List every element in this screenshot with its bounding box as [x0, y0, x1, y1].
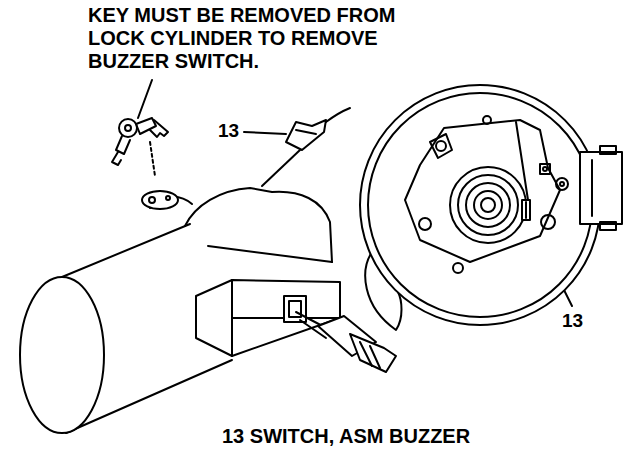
column-end-view [481, 198, 495, 212]
column-end-view [540, 164, 550, 174]
steering-column [196, 280, 340, 356]
column-end-view [466, 183, 510, 227]
ignition-key [125, 125, 131, 131]
column-end-view [368, 93, 592, 317]
column-end-view [600, 222, 616, 230]
buzzer-switch-part [296, 130, 316, 134]
steering-column [166, 196, 170, 200]
ignition-key [150, 142, 155, 176]
column-end-view [405, 120, 560, 262]
column-end-view [580, 152, 622, 224]
ignition-key [119, 119, 137, 137]
column-end-view [556, 178, 568, 190]
ignition-key [112, 118, 168, 176]
column-end-view [450, 167, 526, 243]
steering-column [284, 296, 306, 322]
column-end-view [483, 116, 491, 124]
wire-connector [350, 334, 396, 372]
column-end-view [541, 215, 555, 229]
note-text: KEY MUST BE REMOVED FROM LOCK CYLINDER T… [88, 4, 418, 73]
column-end-view [458, 175, 518, 235]
column-end-view [360, 85, 600, 325]
wire-connector [296, 312, 396, 372]
column-end-view [591, 160, 593, 216]
column-end-view [560, 182, 564, 186]
ignition-key [112, 152, 121, 165]
steering-column [20, 277, 104, 433]
leader-line [138, 80, 152, 118]
column-end-view [543, 167, 547, 171]
steering-column [208, 246, 332, 262]
column-end-view [525, 202, 527, 218]
column-end-view [453, 263, 463, 273]
buzzer-switch-part [286, 120, 326, 150]
ignition-key [150, 120, 168, 137]
buzzer-switch-part [286, 108, 350, 150]
column-end-view [430, 134, 452, 158]
leader-line [244, 132, 286, 134]
callout-number: 13 [218, 120, 239, 142]
wire-connector [370, 346, 380, 368]
steering-column [185, 188, 332, 262]
leader-line [262, 150, 300, 186]
buzzer-switch-part [326, 108, 350, 122]
steering-column [62, 224, 190, 277]
column-end-view [600, 146, 616, 154]
caption: 13 SWITCH, ASM BUZZER [222, 424, 470, 448]
column-end-view [436, 141, 446, 151]
column-end-view [419, 218, 431, 230]
callout-number: 13 [562, 310, 583, 332]
column-end-view [474, 191, 502, 219]
column-end-view [360, 85, 622, 330]
steering-column [20, 188, 340, 433]
steering-column [149, 197, 155, 203]
steering-column [142, 191, 178, 209]
column-end-view [522, 200, 530, 220]
